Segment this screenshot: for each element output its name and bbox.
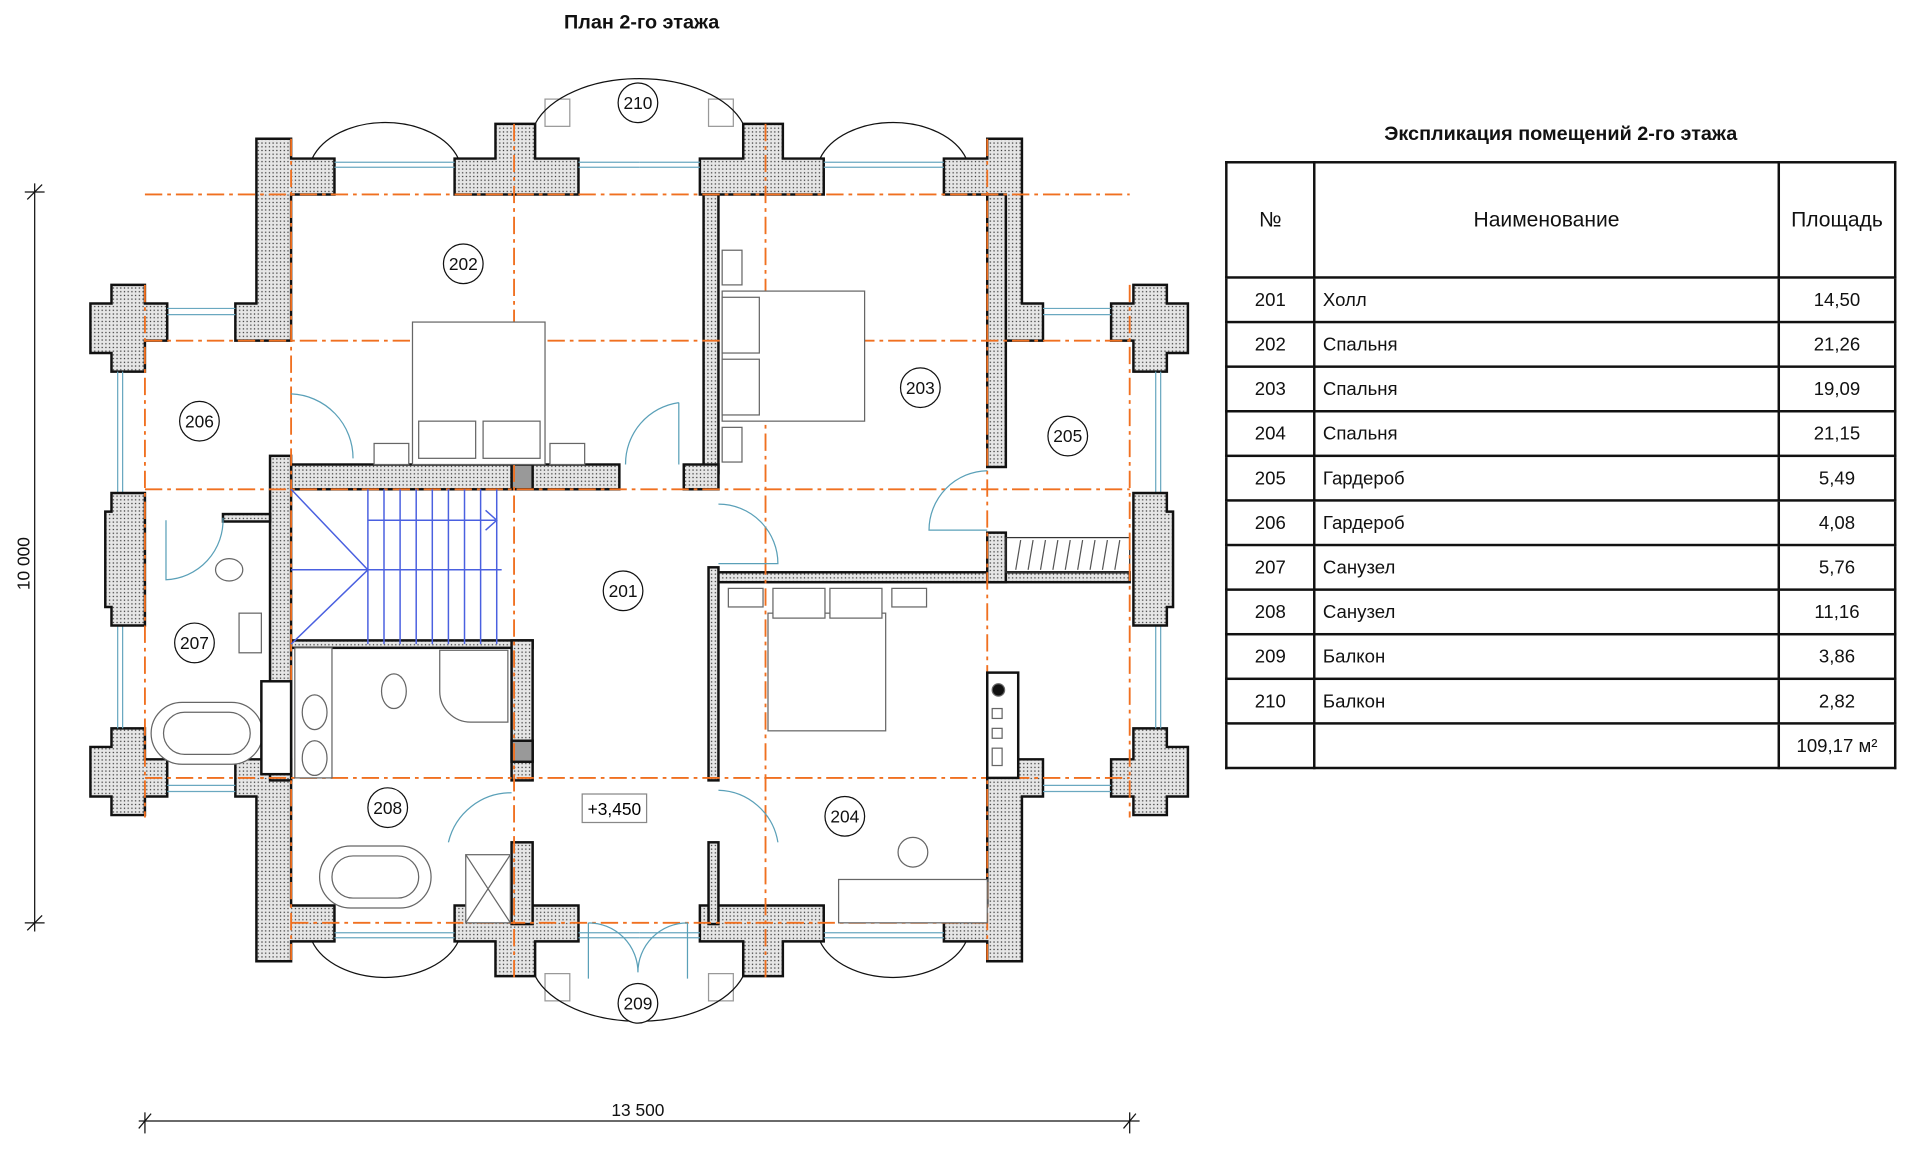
elevation-label: +3,450	[588, 799, 641, 819]
room-name-cell: Гардероб	[1313, 499, 1781, 547]
room-number-cell: 206	[1225, 499, 1316, 547]
room-204-marker: 204	[824, 795, 866, 837]
room-area-cell: 2,82	[1777, 677, 1897, 725]
room-202-marker: 202	[442, 243, 484, 285]
room-209-marker: 209	[617, 982, 659, 1024]
room-name-cell: Спальня	[1313, 410, 1781, 458]
room-210-marker: 210	[617, 82, 659, 124]
height-dimension-label: 10 000	[14, 537, 34, 590]
shower-208	[439, 649, 509, 723]
room-201-label: 201	[609, 581, 638, 601]
total-empty-cell	[1225, 722, 1316, 770]
room-name-cell: Санузел	[1313, 543, 1781, 591]
room-205-marker: 205	[1047, 415, 1089, 457]
dimension-height: 10 000	[14, 183, 45, 932]
room-number-cell: 202	[1225, 320, 1316, 368]
room-number-cell: 201	[1225, 276, 1316, 324]
room-202-label: 202	[449, 254, 478, 274]
toilet-208	[380, 673, 407, 710]
sink-207	[238, 612, 262, 654]
room-name-cell: Санузел	[1313, 588, 1781, 636]
room-204-label: 204	[830, 806, 859, 826]
wardrobe-rail	[1005, 536, 1131, 573]
room-203-marker: 203	[899, 367, 941, 409]
room-name-cell: Спальня	[1313, 320, 1781, 368]
explication-title: Экспликация помещений 2-го этажа	[1384, 123, 1738, 145]
room-name-cell: Холл	[1313, 276, 1781, 324]
exterior-walls	[90, 79, 1187, 1022]
room-208-marker: 208	[367, 787, 409, 829]
room-207-label: 207	[180, 633, 209, 653]
room-area-cell: 21,15	[1777, 410, 1897, 458]
table-header-row: № Наименование Площадь	[1225, 161, 1897, 279]
chair	[897, 836, 929, 868]
room-area-cell: 3,86	[1777, 632, 1897, 681]
room-area-cell: 14,50	[1777, 276, 1897, 324]
room-area-cell: 5,76	[1777, 543, 1897, 591]
room-markers: 201 202 203 204 205 206 207 208 209 210	[174, 82, 1089, 1024]
room-area-cell: 5,49	[1777, 454, 1897, 502]
room-number-cell: 204	[1225, 410, 1316, 458]
header-area: Площадь	[1777, 161, 1897, 279]
furniture	[150, 249, 1020, 924]
room-209-label: 209	[623, 994, 652, 1014]
plan-title: План 2-го этажа	[563, 12, 720, 34]
room-number-cell: 208	[1225, 588, 1316, 636]
elevation-mark: +3,450	[581, 793, 648, 824]
width-dimension-label: 13 500	[611, 1100, 664, 1120]
bed-204	[767, 612, 887, 732]
room-number-cell: 207	[1225, 543, 1316, 591]
desk	[837, 878, 988, 924]
room-number-cell: 205	[1225, 454, 1316, 502]
room-area-cell: 21,26	[1777, 320, 1897, 368]
room-number-cell: 203	[1225, 365, 1316, 413]
room-206-label: 206	[185, 411, 214, 431]
room-area-cell: 11,16	[1777, 588, 1897, 636]
total-area: 109,17 м²	[1777, 722, 1897, 770]
room-name-cell: Спальня	[1313, 365, 1781, 413]
room-203-label: 203	[906, 378, 935, 398]
room-name-cell: Балкон	[1313, 632, 1781, 681]
room-area-cell: 19,09	[1777, 365, 1897, 413]
room-210-label: 210	[623, 93, 652, 113]
room-206-marker: 206	[178, 400, 220, 442]
room-205-label: 205	[1053, 426, 1082, 446]
axis-grid	[143, 123, 1131, 979]
staircase	[290, 488, 502, 645]
room-number-cell: 209	[1225, 632, 1316, 681]
door-swings	[165, 393, 988, 979]
room-201-marker: 201	[602, 570, 644, 612]
header-name: Наименование	[1313, 161, 1781, 279]
room-number-cell: 210	[1225, 677, 1316, 725]
room-name-cell: Гардероб	[1313, 454, 1781, 502]
toilet-207	[214, 558, 244, 582]
dimension-width: 13 500	[138, 1100, 1140, 1134]
table-total-row: 109,17 м²	[1225, 722, 1897, 770]
total-empty-cell	[1313, 722, 1781, 770]
room-name-cell: Балкон	[1313, 677, 1781, 725]
header-number: №	[1225, 161, 1316, 279]
room-area-cell: 4,08	[1777, 499, 1897, 547]
room-208-label: 208	[373, 798, 402, 818]
room-207-marker: 207	[174, 622, 215, 664]
